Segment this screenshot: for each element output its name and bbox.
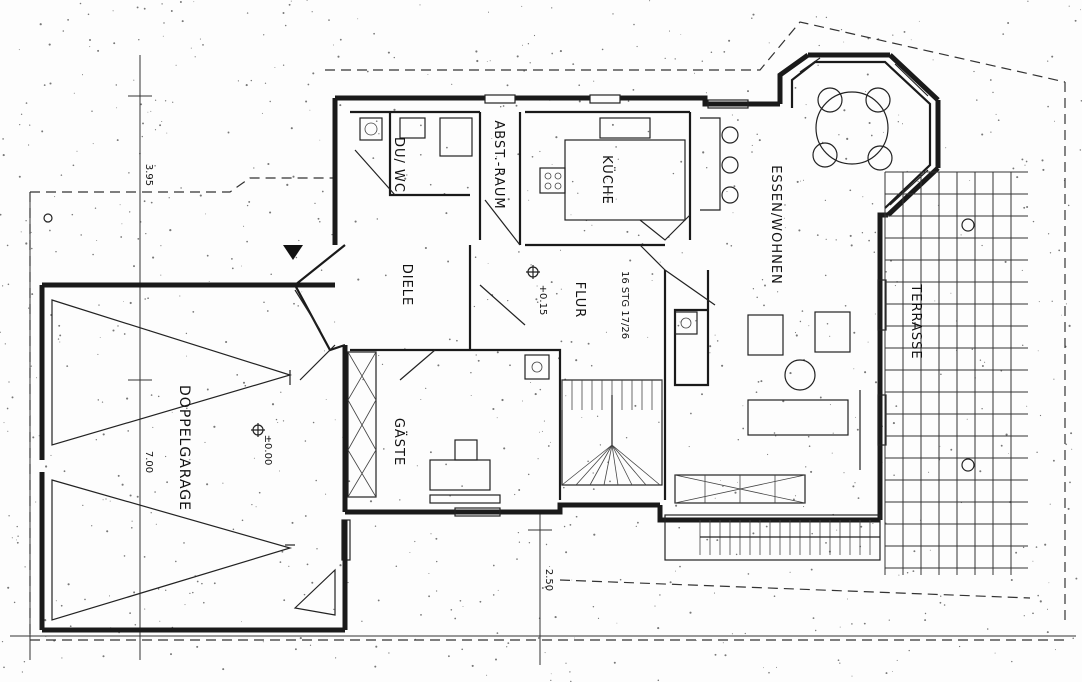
room-label-abst-raum: ABST.-RAUM (491, 120, 506, 209)
exterior-walls (332, 52, 941, 523)
dimension-700: 7.00 (143, 451, 154, 473)
interior-walls (293, 110, 710, 500)
terrace-steps (664, 514, 881, 561)
stair-annotation: 16 STG 17/26 (619, 271, 630, 339)
kitchen-counter (539, 117, 691, 241)
hall-cabinet (674, 474, 806, 504)
staircase (561, 379, 663, 486)
dimension-lines (29, 55, 552, 665)
garage (39, 213, 348, 633)
room-label-terrasse: TERRASSE (908, 283, 923, 359)
room-label-gaste: GÄSTE (391, 418, 407, 466)
terrace-grid (884, 171, 1028, 575)
bay-window (790, 57, 932, 209)
room-label-kuche: KÜCHE (599, 155, 616, 205)
room-label-du-wc: DU/ WC (391, 137, 406, 193)
north-arrow-icon (283, 245, 303, 260)
level-garage: ±0.00 (262, 435, 273, 466)
room-label-flur: FLUR (572, 282, 587, 319)
guest-furniture (347, 311, 698, 498)
room-label-doppelgarage: DOPPELGARAGE (176, 385, 192, 511)
level-markers (251, 218, 975, 472)
bathroom-fixtures (359, 117, 473, 157)
dining-table (700, 87, 893, 211)
dimension-395: 3.95 (143, 164, 154, 186)
room-label-essen-wohnen: ESSEN/WOHNEN (768, 165, 783, 285)
dimension-250: 2.50 (543, 569, 554, 591)
doors (294, 149, 716, 381)
living-furniture (747, 311, 861, 470)
level-flur: +0.15 (537, 285, 548, 316)
room-label-diele: DIELE (399, 264, 414, 307)
